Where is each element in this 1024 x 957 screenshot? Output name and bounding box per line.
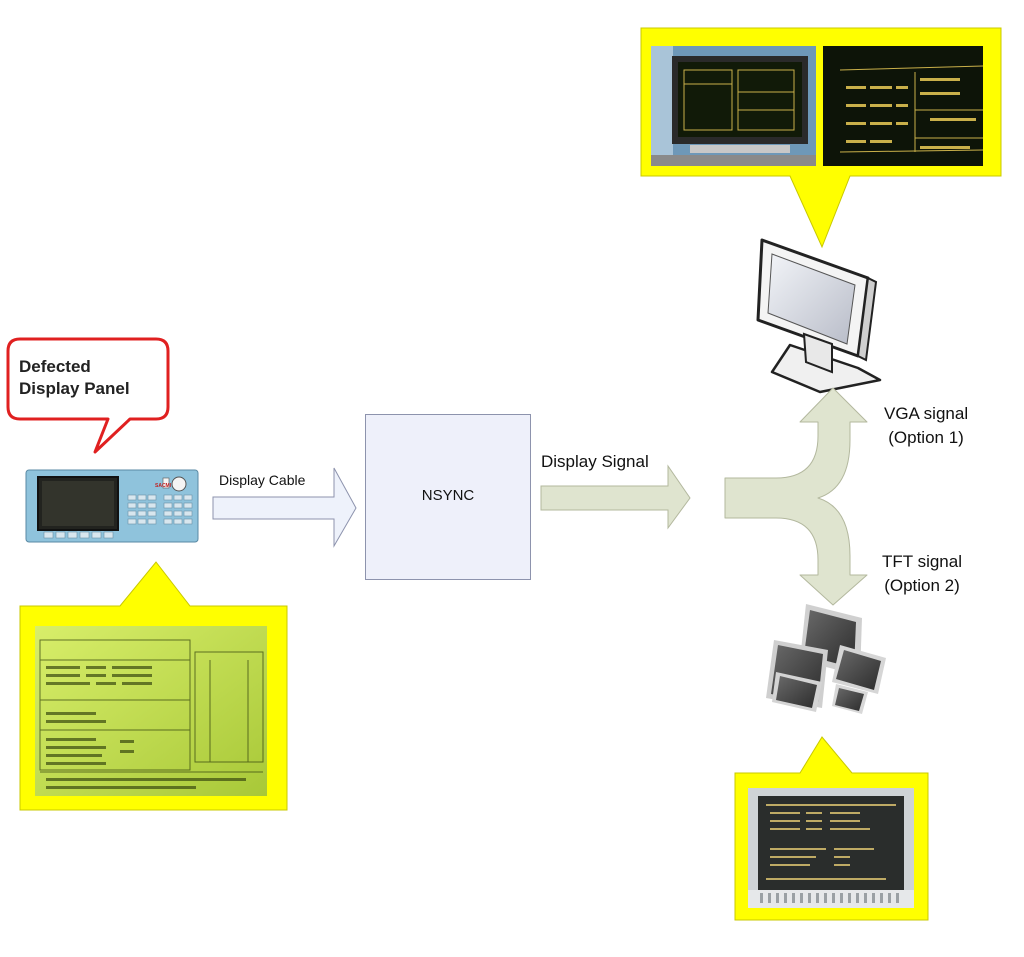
vga-closeup-photo xyxy=(823,46,984,166)
display-cable-arrow xyxy=(212,467,357,548)
display-cable-label: Display Cable xyxy=(219,472,306,488)
defected-lcd-callout xyxy=(19,561,288,811)
tft-photo-callout xyxy=(734,736,929,921)
tft-line-1: TFT signal xyxy=(882,552,962,571)
vga-line-2: (Option 1) xyxy=(888,428,964,447)
defected-panel-bubble xyxy=(6,337,170,454)
nsync-box: NSYNC xyxy=(365,414,531,580)
display-signal-arrow xyxy=(540,464,691,530)
vga-line-1: VGA signal xyxy=(884,404,969,423)
operator-panel-device xyxy=(25,469,199,543)
tft-photo xyxy=(748,788,914,908)
nsync-label: NSYNC xyxy=(421,487,475,504)
vga-photo-callout xyxy=(640,27,1002,249)
defected-lcd-photo xyxy=(35,626,267,796)
tft-panels-icon xyxy=(766,604,886,714)
defected-panel-callout-text: Defected Display Panel xyxy=(19,356,130,400)
vga-signal-label: VGA signal (Option 1) xyxy=(884,402,968,450)
vga-monitor-photo xyxy=(651,46,816,166)
panel-brand-logo: SACMI xyxy=(155,483,172,489)
tft-line-2: (Option 2) xyxy=(884,576,960,595)
split-signal-arrow xyxy=(724,387,868,606)
monitor-icon xyxy=(756,238,882,394)
callout-line-2: Display Panel xyxy=(19,379,130,398)
callout-line-1: Defected xyxy=(19,357,91,376)
tft-signal-label: TFT signal (Option 2) xyxy=(882,550,962,598)
display-signal-label: Display Signal xyxy=(541,452,649,471)
